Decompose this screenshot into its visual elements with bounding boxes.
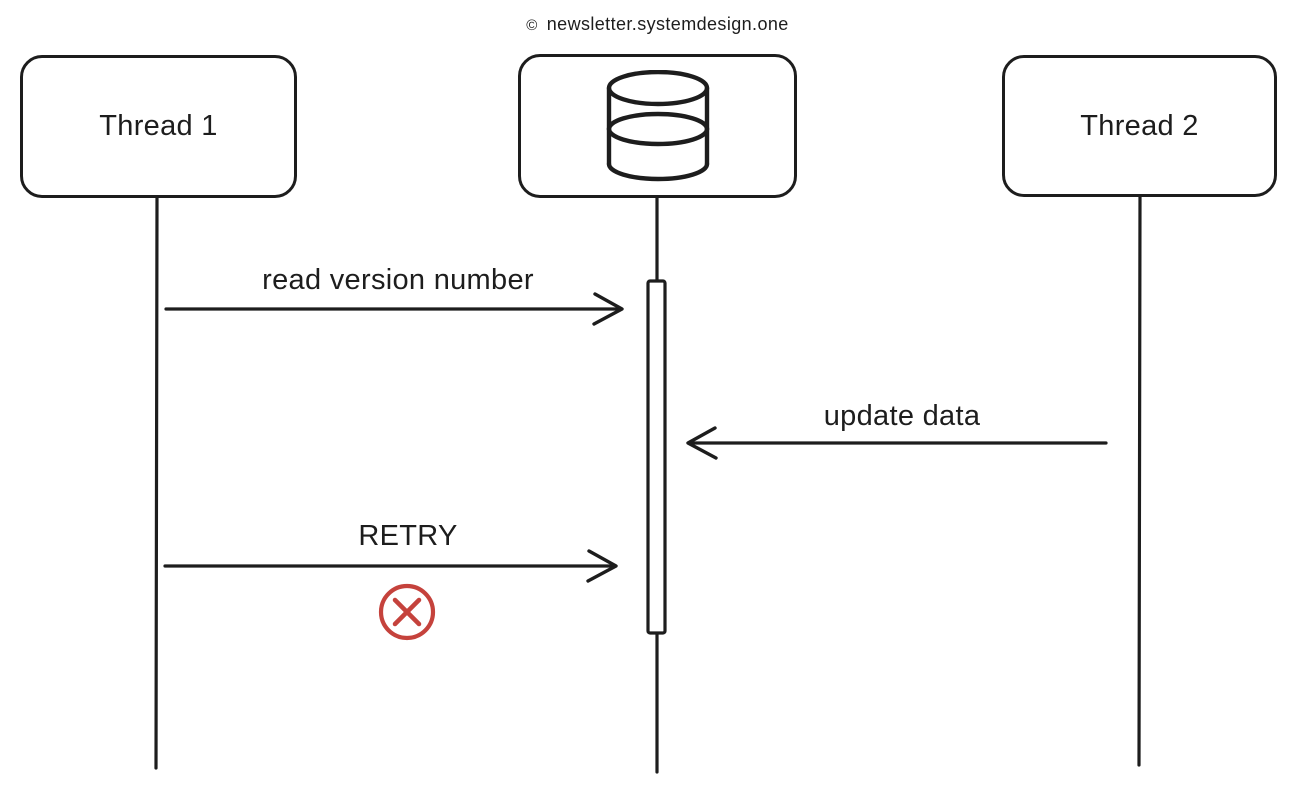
activation-bar bbox=[646, 279, 667, 635]
watermark-text: newsletter.systemdesign.one bbox=[546, 14, 789, 34]
circle-x-icon bbox=[378, 583, 436, 641]
actor-label-thread2: Thread 2 bbox=[1080, 109, 1199, 142]
copyright-icon: © bbox=[526, 17, 538, 34]
retry-arrow-head bbox=[586, 549, 618, 583]
thread1-lifeline bbox=[154, 196, 159, 770]
message-label-update: update data bbox=[823, 400, 981, 432]
message-label-read: read version number bbox=[262, 264, 534, 296]
actor-box-thread1: Thread 1 bbox=[20, 55, 297, 198]
thread2-lifeline bbox=[1137, 195, 1142, 767]
update-arrow-head bbox=[686, 426, 718, 460]
watermark: © newsletter.systemdesign.one bbox=[10, 14, 1295, 35]
actor-box-database bbox=[518, 54, 797, 198]
message-label-retry: RETRY bbox=[358, 520, 458, 552]
database-icon bbox=[606, 70, 709, 182]
actor-label-thread1: Thread 1 bbox=[99, 110, 218, 142]
actor-box-thread2: Thread 2 bbox=[1002, 55, 1277, 197]
database-middle-band bbox=[606, 111, 709, 132]
read-arrow-head bbox=[592, 292, 624, 326]
